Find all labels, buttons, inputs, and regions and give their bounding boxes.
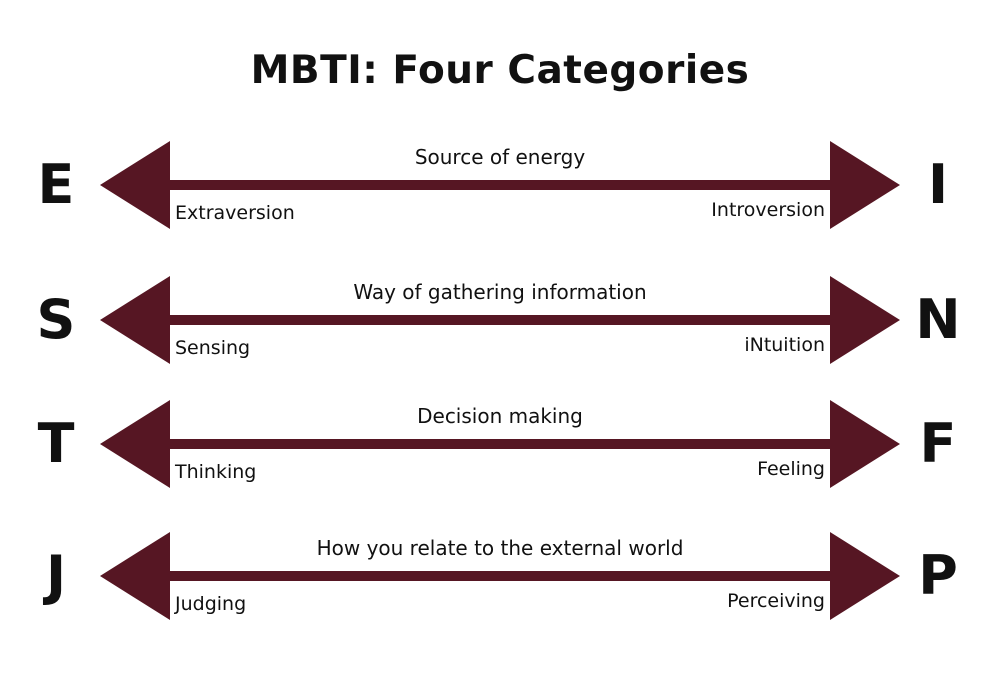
right-pole-label: Feeling: [757, 458, 825, 480]
dichotomy-caption: Way of gathering information: [353, 280, 647, 304]
double-arrow-icon: [100, 276, 900, 364]
double-arrow-icon: [100, 400, 900, 488]
double-arrow-icon: [100, 141, 900, 229]
double-arrow-icon: [100, 532, 900, 620]
left-letter: J: [45, 544, 67, 607]
dichotomy-caption: Source of energy: [414, 145, 586, 169]
right-pole-label: Introversion: [711, 199, 825, 221]
double-arrow: [100, 139, 900, 231]
double-arrow-shape: [100, 276, 900, 364]
dichotomy-row-information: S Way of gathering information Sensing i…: [0, 260, 1000, 380]
double-arrow: [100, 274, 900, 366]
double-arrow: [100, 530, 900, 622]
left-pole-label: Thinking: [175, 461, 257, 483]
double-arrow-shape: [100, 532, 900, 620]
dichotomy-caption: Decision making: [417, 404, 583, 428]
right-letter: N: [915, 288, 961, 351]
left-letter: T: [37, 412, 75, 475]
dichotomy-row-energy: E Source of energy Extraversion Introver…: [0, 125, 1000, 245]
dichotomy-caption: How you relate to the external world: [316, 536, 684, 560]
left-pole-label: Sensing: [175, 337, 251, 359]
dichotomy-row-decision: T Decision making Thinking Feeling F: [0, 384, 1000, 504]
right-pole-label: iNtuition: [744, 334, 825, 356]
right-letter: P: [918, 544, 958, 607]
double-arrow-shape: [100, 141, 900, 229]
dichotomy-row-lifestyle: J How you relate to the external world J…: [0, 516, 1000, 636]
left-pole-label: Judging: [175, 593, 247, 615]
left-pole-label: Extraversion: [175, 202, 295, 224]
right-pole-label: Perceiving: [727, 590, 825, 612]
right-letter: F: [919, 412, 957, 475]
double-arrow: [100, 398, 900, 490]
right-letter: I: [927, 153, 949, 216]
left-letter: E: [37, 153, 75, 216]
page-title: MBTI: Four Categories: [250, 48, 750, 93]
double-arrow-shape: [100, 400, 900, 488]
left-letter: S: [36, 288, 76, 351]
